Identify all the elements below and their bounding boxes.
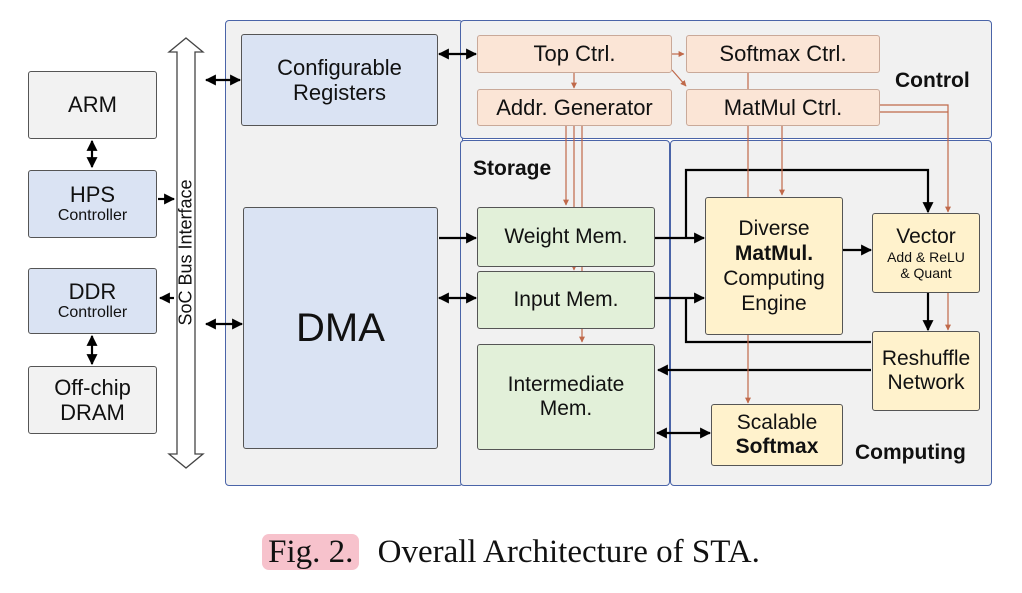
softmax-ctrl-label: Softmax Ctrl. <box>719 41 847 67</box>
figure-number: Fig. 2. <box>262 534 360 570</box>
control-region-label: Control <box>895 69 970 92</box>
config-label-2: Registers <box>293 80 386 105</box>
dma-label: DMA <box>296 306 385 350</box>
computing-region-label: Computing <box>855 441 966 464</box>
configurable-registers-block: Configurable Registers <box>241 34 438 126</box>
reshuffle-label-2: Network <box>887 371 965 394</box>
ddr-sublabel: Controller <box>57 304 128 322</box>
ddr-controller-block: DDR Controller <box>28 268 157 334</box>
config-label-1: Configurable <box>277 54 402 80</box>
matmul-ctrl-label: MatMul Ctrl. <box>723 94 843 120</box>
storage-region-label: Storage <box>473 157 552 180</box>
hps-controller-block: HPS Controller <box>28 170 157 238</box>
top-ctrl-label: Top Ctrl. <box>533 41 616 67</box>
soc-bus-arrow <box>167 37 205 469</box>
input-mem-label: Input Mem. <box>513 287 619 311</box>
soc-bus-label: SoC Bus Interface <box>175 178 196 326</box>
scalable-softmax-block: Scalable Softmax <box>711 404 843 466</box>
intermediate-mem-block: Intermediate Mem. <box>477 344 655 450</box>
weight-mem-block: Weight Mem. <box>477 207 655 267</box>
top-ctrl-block: Top Ctrl. <box>477 35 672 73</box>
feedback-loop-top <box>684 168 934 238</box>
softmax-label-2: Softmax <box>735 435 819 458</box>
figure-caption: Fig. 2. Overall Architecture of STA. <box>0 534 1022 571</box>
inter-mem-label-1: Intermediate <box>507 372 625 396</box>
engine-label-3: Computing <box>723 267 825 290</box>
offchip-dram-block: Off-chip DRAM <box>28 366 157 434</box>
softmax-ctrl-block: Softmax Ctrl. <box>686 35 880 73</box>
addr-generator-block: Addr. Generator <box>477 89 672 126</box>
matmul-engine-block: Diverse MatMul. Computing Engine <box>705 197 843 335</box>
reshuffle-network-block: Reshuffle Network <box>872 331 980 411</box>
engine-label-2: MatMul. <box>734 241 814 265</box>
dma-block: DMA <box>243 207 438 449</box>
arm-block: ARM <box>28 71 157 139</box>
hps-label: HPS <box>69 182 116 208</box>
engine-label-4: Engine <box>741 292 807 316</box>
vector-label: Vector <box>896 224 956 248</box>
dram-label-2: DRAM <box>60 400 125 425</box>
dram-label-1: Off-chip <box>54 374 131 400</box>
softmax-label-1: Scalable <box>736 410 818 434</box>
topctrl-matmulctrl-wire <box>671 69 687 87</box>
figure-caption-text: Overall Architecture of STA. <box>377 534 760 570</box>
ddr-label: DDR <box>68 279 117 305</box>
addr-generator-label: Addr. Generator <box>496 94 653 120</box>
feedback-loop-bottom <box>684 298 871 344</box>
weight-mem-label: Weight Mem. <box>504 224 628 248</box>
matmulctrl-vector-wire <box>880 104 951 213</box>
inter-mem-label-2: Mem. <box>539 397 593 420</box>
vector-block: Vector Add & ReLU & Quant <box>872 213 980 293</box>
matmul-ctrl-block: MatMul Ctrl. <box>686 89 880 126</box>
vector-sublabel-2: & Quant <box>900 265 952 282</box>
engine-label-1: Diverse <box>738 216 810 240</box>
vector-sublabel-1: Add & ReLU <box>887 248 965 265</box>
arm-label: ARM <box>68 92 117 118</box>
reshuffle-label-1: Reshuffle <box>881 346 971 370</box>
input-mem-block: Input Mem. <box>477 271 655 329</box>
hps-sublabel: Controller <box>57 207 128 225</box>
